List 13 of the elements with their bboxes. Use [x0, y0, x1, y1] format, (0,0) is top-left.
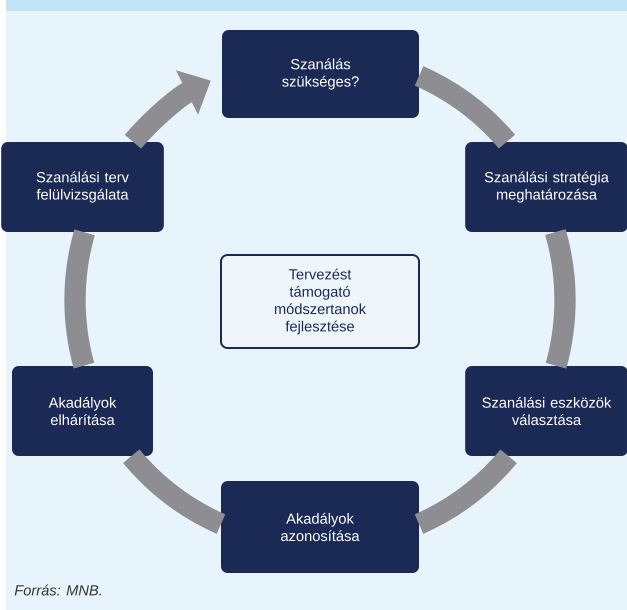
process-box: Akadályok azonosítása: [221, 481, 419, 573]
process-box: Szanálási terv felülvizsgálata: [1, 142, 164, 232]
process-box: Szanálás szükséges?: [222, 30, 419, 118]
center-box: Tervezést támogató módszertanok fejlesztése: [220, 254, 420, 349]
cycle-segment: [414, 449, 517, 534]
cycle-segment: [545, 229, 576, 368]
process-box: Akadályok elhárítása: [12, 366, 153, 456]
source-note: Forrás: MNB.: [14, 584, 102, 596]
cycle-segment: [123, 449, 226, 534]
cycle-segment: [414, 66, 515, 149]
cycle-segment: [64, 230, 95, 368]
process-box: Szanálási eszközök választása: [465, 366, 627, 456]
process-box: Szanálási stratégia meghatározása: [465, 142, 627, 232]
